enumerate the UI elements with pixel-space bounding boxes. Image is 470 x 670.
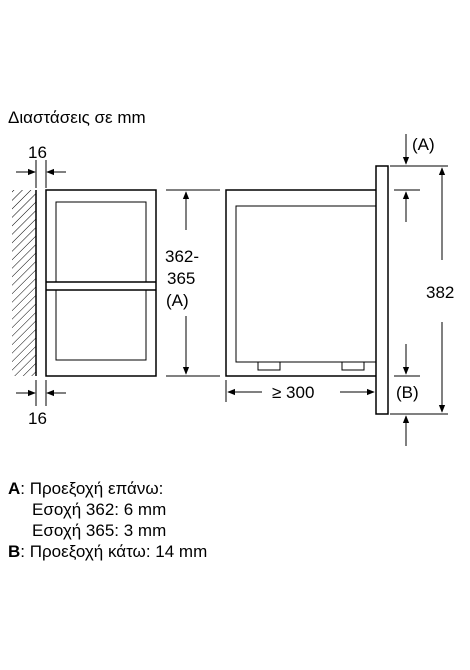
offset-dimensions: (A) (B) <box>390 134 448 446</box>
niche-outline <box>225 189 376 377</box>
total-height-label: 382 <box>426 283 454 302</box>
niche-height-dimension: 362- 365 (A) <box>165 189 220 377</box>
appliance-foot <box>257 361 281 371</box>
appliance-foot <box>341 361 365 371</box>
legend-key-b: B <box>8 542 21 561</box>
bottom-gap-dimension: 16 <box>16 380 66 428</box>
depth-label: ≥ 300 <box>272 383 314 402</box>
cabinet-shelf-lower <box>55 289 147 361</box>
legend-sub-365: Εσοχή 365: 3 mm <box>32 521 167 540</box>
cabinet-outline <box>45 189 157 377</box>
top-gap-label: 16 <box>28 143 47 162</box>
wall <box>12 190 37 376</box>
appliance-front-panel <box>375 165 389 415</box>
diagram-title: Διαστάσεις σε mm <box>8 108 146 127</box>
depth-dimension: ≥ 300 <box>225 380 375 402</box>
appliance-body <box>235 205 376 363</box>
total-height-dimension: 382 <box>426 167 454 413</box>
legend: A: Προεξοχή επάνω: Εσοχή 362: 6 mm Εσοχή… <box>8 478 207 562</box>
legend-sub-362: Εσοχή 362: 6 mm <box>32 500 167 519</box>
cabinet-front <box>45 189 157 377</box>
niche-side-view <box>225 165 389 415</box>
legend-row-a: A: Προεξοχή επάνω: <box>8 478 207 499</box>
offset-b-label: (B) <box>396 383 419 402</box>
niche-height-line2: 365 <box>167 269 195 288</box>
niche-height-line1: 362- <box>165 247 199 266</box>
cabinet-shelf-upper <box>55 201 147 283</box>
wall-hatching <box>12 190 36 376</box>
legend-text-a: : Προεξοχή επάνω: <box>20 479 164 498</box>
niche-height-ref: (A) <box>166 291 189 310</box>
legend-text-b: : Προεξοχή κάτω: 14 mm <box>20 542 208 561</box>
legend-row-b: B: Προεξοχή κάτω: 14 mm <box>8 541 207 562</box>
top-gap-dimension: 16 <box>16 143 66 188</box>
legend-key-a: A <box>8 479 21 498</box>
offset-a-label: (A) <box>412 135 435 154</box>
bottom-gap-label: 16 <box>28 409 47 428</box>
